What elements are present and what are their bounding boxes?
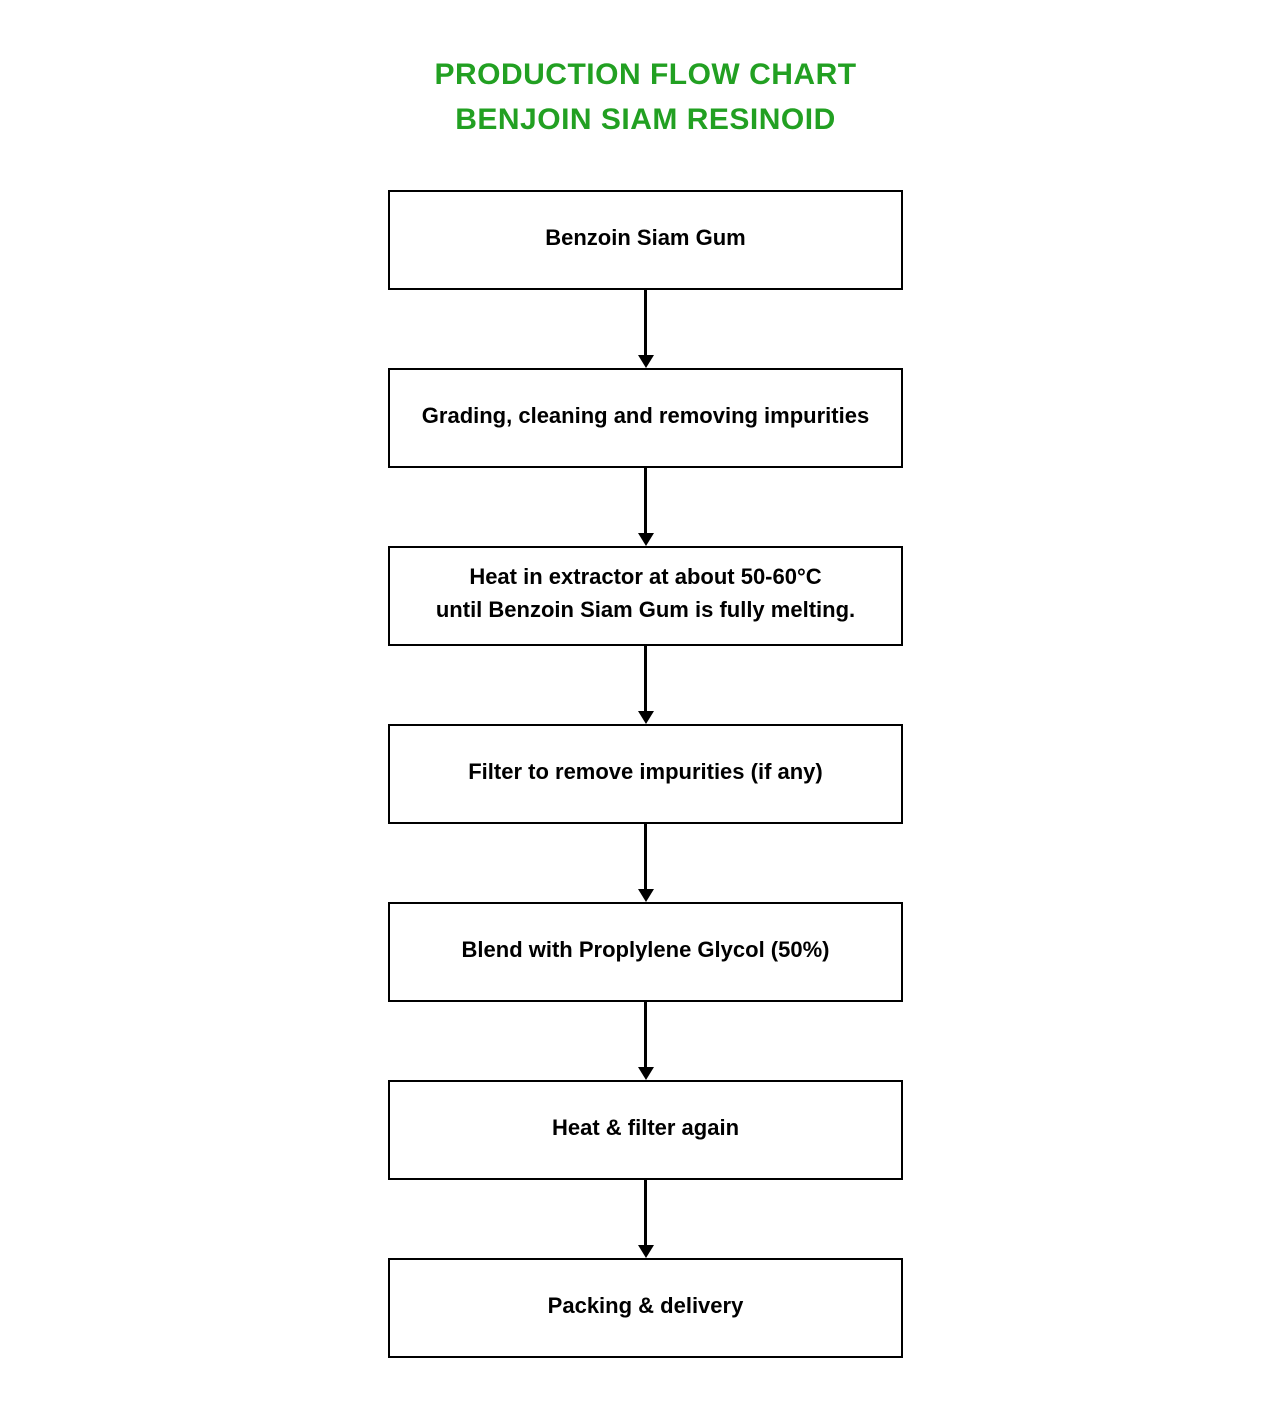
page-title-line1: PRODUCTION FLOW CHART [434,58,857,91]
flow-step-grading-cleaning: Grading, cleaning and removing impuritie… [388,368,903,468]
down-arrow-icon [637,646,654,724]
flow-step-filter-impurities: Filter to remove impurities (if any) [388,724,903,824]
page-title: PRODUCTION FLOW CHART BENJOIN SIAM RESIN… [434,52,856,142]
arrow-line [644,1002,647,1068]
flow-step-label: Packing & delivery [547,1292,744,1318]
arrow-line [644,824,647,890]
arrow-line [644,290,647,356]
arrow-head [637,1067,654,1080]
flow-step-label: Heat in extractor at about 50-60°C until… [435,564,856,622]
arrow-head [637,355,654,368]
flowchart-column: PRODUCTION FLOW CHART BENJOIN SIAM RESIN… [388,0,903,1358]
flow-step-heat-filter-again: Heat & filter again [388,1080,903,1180]
down-arrow-icon [637,1002,654,1080]
arrow-head [637,711,654,724]
arrow-head [637,1245,654,1258]
down-arrow-icon [637,1180,654,1258]
arrow-line [644,468,647,534]
page-title-line2: BENJOIN SIAM RESINOID [455,103,836,136]
flow-step-label: Heat & filter again [551,1114,740,1140]
flow-step-label: Filter to remove impurities (if any) [468,758,823,784]
arrow-head [637,533,654,546]
flow-step-packing-delivery: Packing & delivery [388,1258,903,1358]
arrow-head [637,889,654,902]
flow-step-benzoin-siam-gum: Benzoin Siam Gum [388,190,903,290]
flow-step-label: Grading, cleaning and removing impuritie… [421,402,870,428]
arrow-line [644,1180,647,1246]
down-arrow-icon [637,824,654,902]
down-arrow-icon [637,468,654,546]
down-arrow-icon [637,290,654,368]
flow-step-heat-in-extractor: Heat in extractor at about 50-60°C until… [388,546,903,646]
flow-step-label: Blend with Proplylene Glycol (50%) [461,936,830,962]
flow-step-blend-propylene-glycol: Blend with Proplylene Glycol (50%) [388,902,903,1002]
flow-step-label: Benzoin Siam Gum [545,224,746,250]
arrow-line [644,646,647,712]
